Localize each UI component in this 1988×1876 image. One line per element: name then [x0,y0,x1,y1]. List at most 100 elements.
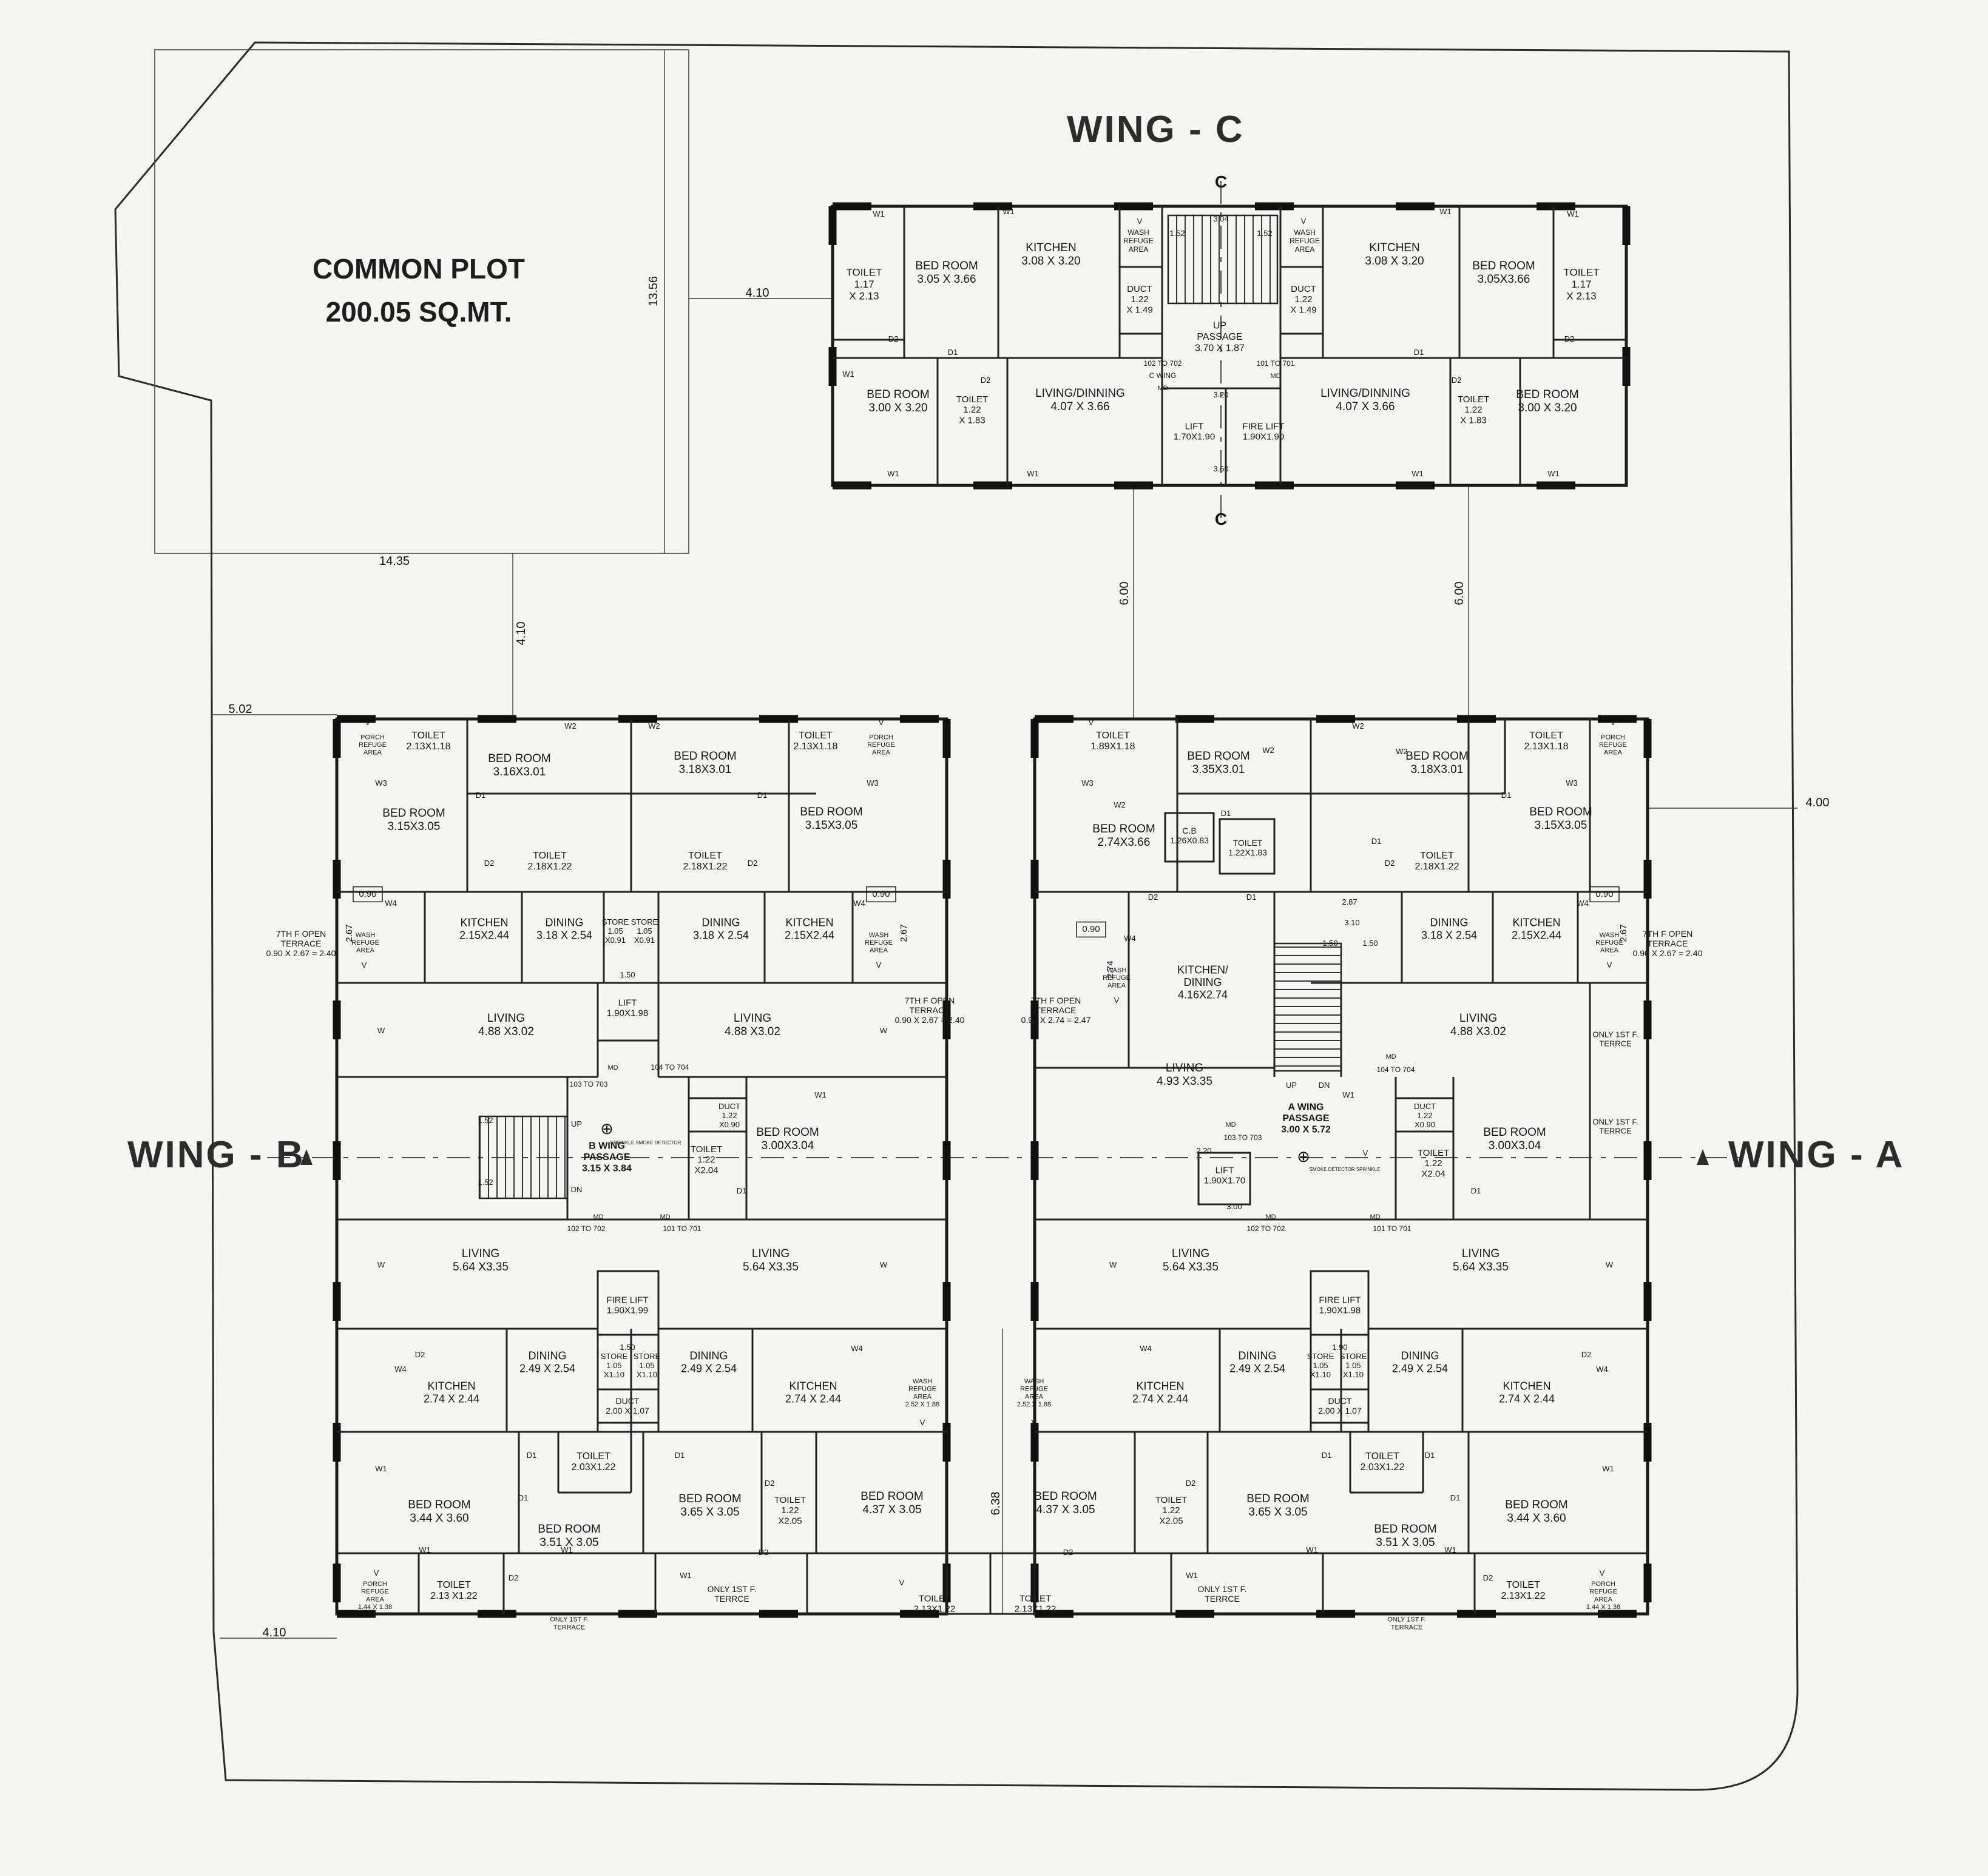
plan-label: MD [1385,1053,1396,1061]
plan-label: W1 [1567,209,1579,218]
plan-label: W2 [648,721,660,730]
plan-label: D2 [1148,892,1158,902]
plan-label: 1.52 [1257,229,1272,238]
plan-label: W [880,1260,888,1269]
plan-label: W1 [680,1571,692,1580]
plan-label: V [920,1418,925,1427]
wing-c-walls [828,202,1631,490]
plan-label: 1.90 [1332,1343,1347,1352]
plan-label: 3.00 [1226,1202,1242,1211]
plan-label: W2 [1396,747,1408,756]
plan-label: ⊕ [600,1119,614,1138]
plan-label: W [880,1026,888,1035]
plan-label: ONLY 1ST F.TERRACE [1387,1616,1426,1631]
plan-label: DN [571,1185,583,1194]
plan-label: 1.50 [1322,939,1337,948]
plot-boundary [114,41,1799,1791]
wing-a-stair [1273,942,1342,1072]
plan-label: 102 TO 702 [567,1224,606,1233]
boxed-dim [1589,886,1620,903]
plan-label: D2 [1483,1573,1493,1582]
plan-label: W1 [1444,1545,1456,1554]
plan-label: SMOKE DETECTOR SPRINKLE [1310,1167,1381,1172]
plan-label: 4.00 [1806,796,1830,809]
plan-label: W4 [1140,1344,1152,1353]
plan-label: 103 TO 703 [570,1080,608,1088]
plan-label: D1 [1414,348,1424,357]
plan-label: W3 [1566,778,1578,788]
plan-label: W [1109,1260,1117,1269]
plan-label: W1 [561,1545,573,1554]
plan-label: MD [660,1213,670,1221]
plan-label: W [1606,1260,1614,1269]
plan-label: D1 [1471,1186,1481,1195]
plan-label: DN [1319,1081,1330,1090]
plan-label: W4 [1124,934,1136,943]
plan-label: 14.35 [379,555,410,568]
plan-label: D1 [757,791,768,800]
plan-label: MD [1225,1121,1236,1129]
plan-label: W1 [1602,1464,1614,1473]
plan-label: D1 [1501,791,1512,800]
plan-label: V [899,1578,905,1587]
wing-b-walls [333,715,951,1618]
plan-label: D2 [759,1548,769,1557]
plan-label: 101 TO 701 [1373,1224,1412,1233]
plan-label: 0.90 [872,889,890,899]
plan-label: 103 TO 703 [1224,1133,1262,1142]
plan-label: 3.04 [1213,214,1228,223]
wing-a-walls [1030,715,1652,1618]
plan-label: 1.50 [620,970,635,979]
plan-label: D1 [527,1451,537,1460]
plan-label: 3.20 [1213,390,1228,399]
plan-label: 2.67 [1618,924,1629,942]
plan-label: ONLY 1ST F.TERRCE [1592,1118,1638,1136]
plan-label: D1 [948,348,958,357]
plan-label: V [1600,1568,1605,1577]
plan-label: ONLY 1ST F.TERRACE [550,1616,589,1631]
plan-label: 101 TO 701 [1257,359,1295,368]
